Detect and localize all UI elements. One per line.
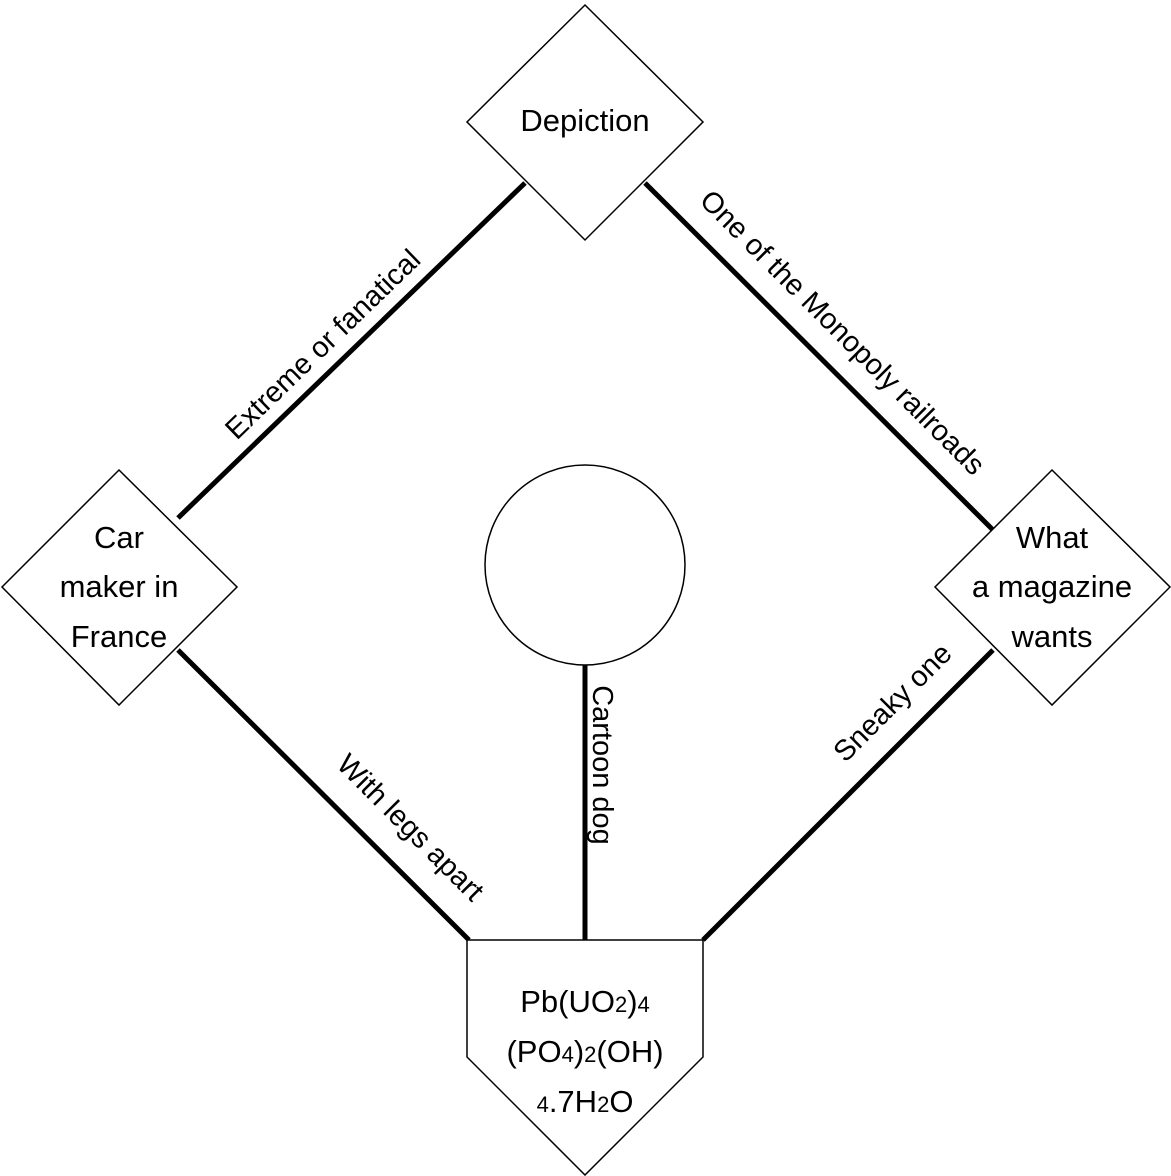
node-left-line: maker in xyxy=(60,569,179,604)
formula-text: ) xyxy=(627,984,637,1019)
node-top-label: Depiction xyxy=(520,103,649,138)
formula-line: Pb(UO2)4 xyxy=(520,984,650,1019)
formula-text: .7H xyxy=(549,1084,597,1119)
edge-left-top-label: Extreme or fanatical xyxy=(219,244,427,446)
edge-right-bottom xyxy=(701,648,995,942)
formula-line: (PO4)2(OH) xyxy=(506,1034,663,1069)
formula-text: Pb(UO xyxy=(520,984,615,1019)
node-center-circle xyxy=(484,464,686,666)
formula-subscript: 4 xyxy=(562,1042,574,1067)
formula-text: (OH) xyxy=(596,1034,663,1069)
node-right-diamond xyxy=(933,468,1171,707)
node-right-line: a magazine xyxy=(972,569,1132,604)
edge-top-right xyxy=(643,181,995,532)
node-left-line: Car xyxy=(94,520,144,555)
formula-line: 4.7H2O xyxy=(537,1084,634,1119)
node-right-line: What xyxy=(1016,520,1089,555)
formula-text: O xyxy=(609,1084,633,1119)
formula-text: ) xyxy=(574,1034,584,1069)
formula-subscript: 2 xyxy=(615,992,627,1017)
edge-center-bottom-label: Cartoon dog xyxy=(586,685,618,845)
edge-left-top xyxy=(176,181,527,520)
node-left-diamond xyxy=(0,468,239,707)
formula-subscript: 2 xyxy=(584,1042,596,1067)
node-left-label: Car maker in France xyxy=(60,520,179,654)
node-right-line: wants xyxy=(1011,619,1093,654)
formula-subscript: 2 xyxy=(597,1092,609,1117)
node-bottom-formula: Pb(UO2)4(PO4)2(OH)4.7H2O xyxy=(506,984,663,1119)
node-right-label: What a magazine wants xyxy=(972,520,1132,654)
edge-top-right-label: One of the Monopoly railroads xyxy=(693,184,990,481)
node-left-line: France xyxy=(71,619,167,654)
edge-left-bottom xyxy=(176,648,471,942)
formula-subscript: 4 xyxy=(537,1092,549,1117)
formula-text: (PO xyxy=(506,1034,561,1069)
node-top-diamond xyxy=(465,3,705,242)
node-bottom-home-plate xyxy=(466,939,704,1176)
formula-subscript: 4 xyxy=(638,992,650,1017)
